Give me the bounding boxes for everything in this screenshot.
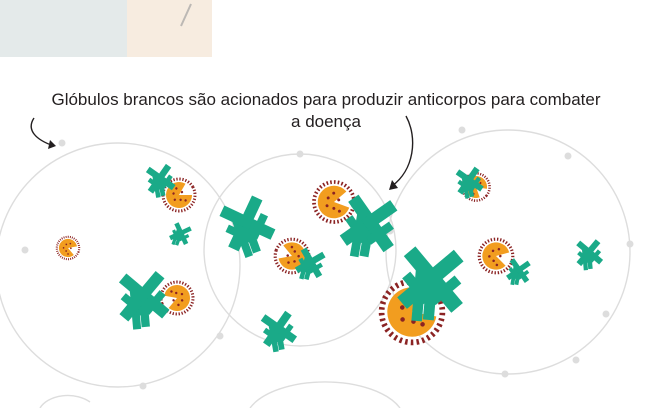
antibody-icon: [166, 220, 194, 250]
top-panel-left: [0, 0, 127, 57]
right-arrow-shaft: [391, 115, 414, 187]
right-arrow-head: [389, 180, 398, 190]
antibody-icon: [214, 191, 282, 263]
cell-outline-left: [0, 142, 241, 388]
cell-outline-bottom-left: [39, 394, 91, 408]
top-panel-pencil: [180, 3, 192, 27]
virus-icon: [52, 232, 84, 264]
top-panel-right: [127, 0, 212, 57]
antibody-icon: [258, 309, 300, 354]
antibody-icon: [115, 270, 171, 331]
caption-line-1: Glóbulos brancos são acionados para prod…: [51, 90, 601, 109]
caption-line-2: a doença: [291, 112, 361, 131]
cell-bumps: [21, 126, 634, 390]
cell-outline-bottom: [249, 381, 401, 408]
antibody-icon: [574, 238, 604, 271]
caption: Glóbulos brancos são acionados para prod…: [0, 89, 652, 133]
left-arrow-head: [48, 140, 56, 149]
